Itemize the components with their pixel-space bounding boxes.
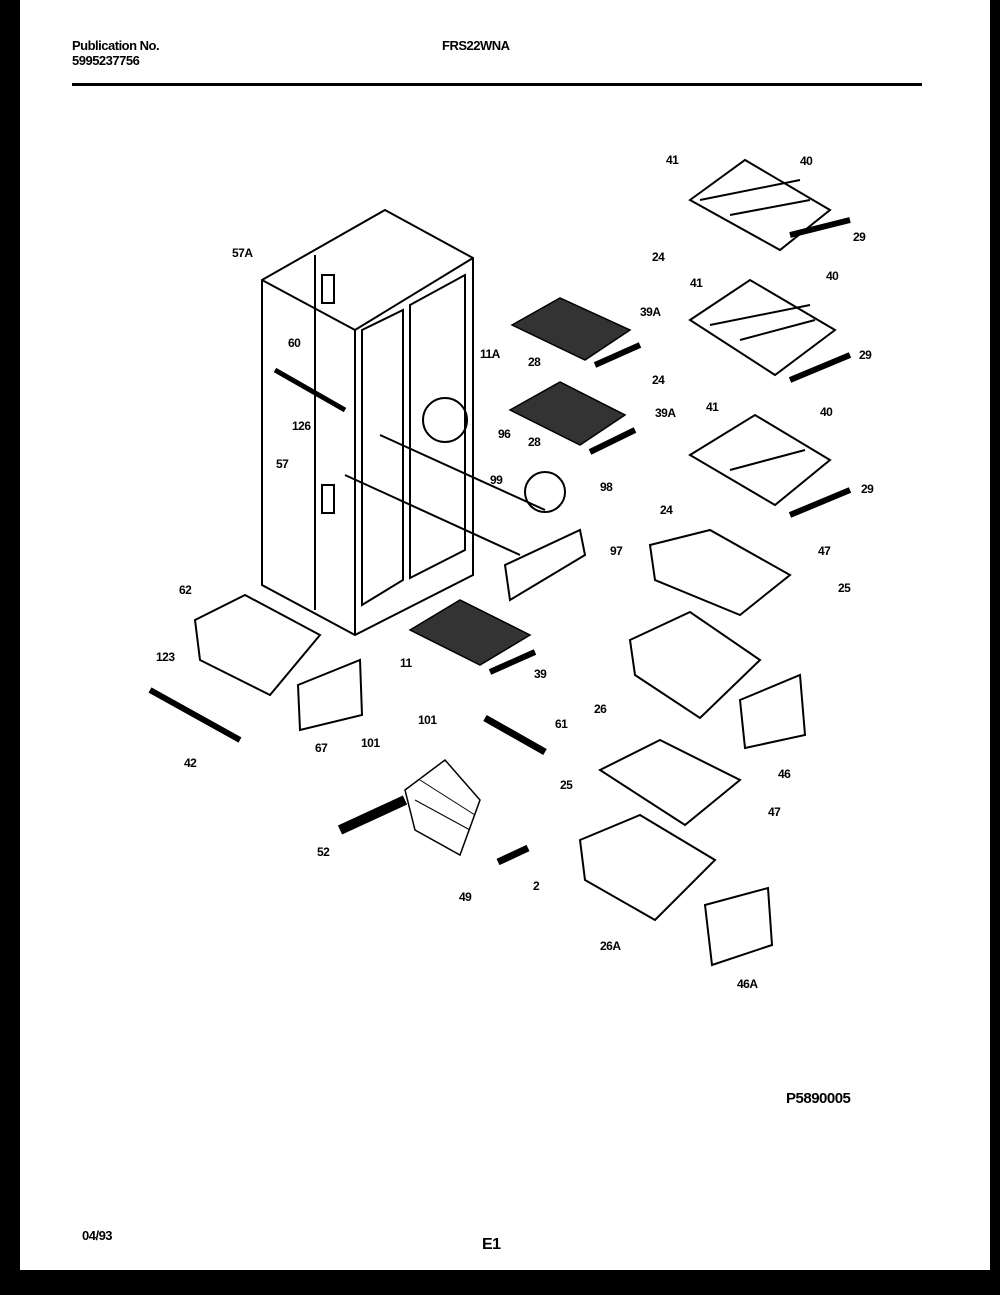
callout-label: 24	[652, 373, 665, 387]
glass-shelves	[688, 158, 852, 518]
callout-label: 98	[600, 480, 613, 494]
callout-label: 24	[652, 250, 665, 264]
callout-label: 29	[859, 348, 872, 362]
callout-label: 46	[778, 767, 791, 781]
callout-label: 47	[818, 544, 831, 558]
publication-number: 5995237756	[72, 53, 140, 68]
callout-label: 26A	[600, 939, 621, 953]
callout-label: 40	[826, 269, 839, 283]
model-number: FRS22WNA	[442, 38, 510, 53]
callout-label: 41	[666, 153, 679, 167]
callout-label: 28	[528, 355, 541, 369]
callout-label: 49	[459, 890, 472, 904]
callout-label: 41	[706, 400, 719, 414]
callout-label: 29	[861, 482, 874, 496]
callout-label: 126	[292, 419, 311, 433]
callout-label: 42	[184, 756, 197, 770]
callout-label: 11	[400, 656, 412, 670]
cabinet	[261, 208, 546, 637]
callout-label: 99	[490, 473, 503, 487]
bracket-57a	[321, 274, 335, 304]
callout-label: 62	[179, 583, 192, 597]
page-number: E1	[482, 1236, 501, 1253]
callout-label: 39A	[640, 305, 661, 319]
callout-label: 60	[288, 336, 301, 350]
bracket-57	[321, 484, 335, 514]
callout-label: 39	[534, 667, 547, 681]
header-rule	[72, 83, 922, 86]
callout-label: 39A	[655, 406, 676, 420]
callout-label: 11A	[480, 347, 500, 361]
callout-label: 57A	[232, 246, 253, 260]
callout-label: 96	[498, 427, 511, 441]
callout-label: 46A	[737, 977, 758, 991]
callout-label: 123	[156, 650, 175, 664]
callout-label: 67	[315, 741, 328, 755]
wire-shelves	[408, 297, 642, 675]
callout-label: 41	[690, 276, 703, 290]
callout-label: 29	[853, 230, 866, 244]
callout-label: 101	[418, 713, 437, 727]
callout-label: 24	[660, 503, 673, 517]
footer-date: 04/93	[82, 1228, 113, 1243]
callout-label: 40	[800, 154, 813, 168]
crispers-and-pans	[148, 528, 807, 967]
callout-label: 25	[560, 778, 573, 792]
callout-label: 52	[317, 845, 330, 859]
callout-label: 61	[555, 717, 568, 731]
callout-label: 25	[838, 581, 851, 595]
callout-label: 40	[820, 405, 833, 419]
callout-label: 97	[610, 544, 623, 558]
publication-label: Publication No.	[72, 38, 160, 53]
callout-label: 26	[594, 702, 607, 716]
diagram-id: P5890005	[786, 1090, 851, 1107]
callout-label: 57	[276, 457, 289, 471]
callout-label: 2	[533, 879, 540, 893]
callout-label: 28	[528, 435, 541, 449]
callout-label: 101	[361, 736, 380, 750]
callout-label: 47	[768, 805, 781, 819]
